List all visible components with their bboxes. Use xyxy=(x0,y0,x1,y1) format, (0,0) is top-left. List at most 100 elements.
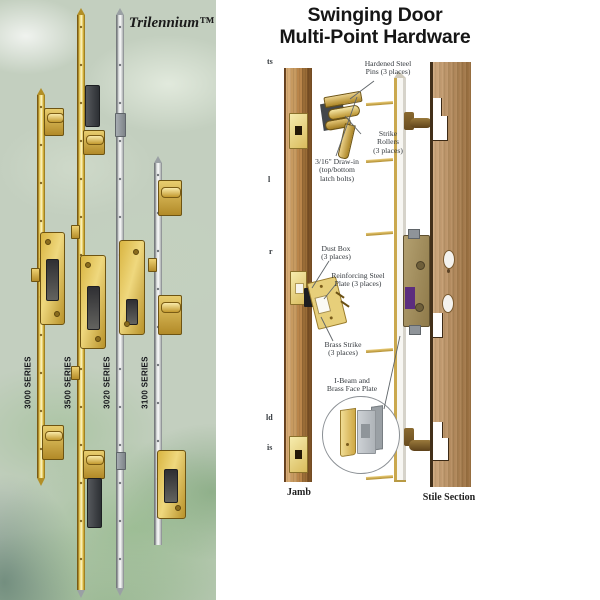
keeper-latch xyxy=(158,180,182,216)
brand-logo: Trilennium™ xyxy=(128,15,214,31)
mortise-lock-body xyxy=(40,232,65,325)
callout-dust-box: Dust Box (3 places) xyxy=(316,244,356,262)
callout-line: 3/16" Draw-in xyxy=(315,157,359,166)
brass-strike-assembly xyxy=(303,276,350,330)
callout-strike-rollers: Strike Rollers (3 places) xyxy=(362,129,414,155)
bar-tip-icon xyxy=(77,8,85,15)
edge-text-fragment: ts xyxy=(267,57,273,66)
callout-line: (top/bottom xyxy=(319,165,355,175)
screw-icon xyxy=(329,316,334,320)
latch-detail xyxy=(116,452,126,470)
bar-tip-icon xyxy=(37,88,45,95)
mount-clip xyxy=(148,258,157,272)
keeper-latch xyxy=(44,108,64,136)
strike-plate xyxy=(289,113,308,149)
mortise-lock-body xyxy=(80,255,106,349)
keeper-latch xyxy=(83,130,105,155)
gear-housing xyxy=(87,478,102,528)
callout-line: Brass Strike xyxy=(324,340,362,349)
strike-hole xyxy=(295,126,302,135)
mortise-lock-body xyxy=(119,240,145,335)
strike-roller-assembly xyxy=(316,86,368,160)
callout-line: Reinforcing Steel xyxy=(331,271,385,280)
strike-hole xyxy=(295,450,302,459)
latch-rod xyxy=(47,113,64,123)
screw-icon xyxy=(124,321,130,327)
ibeam-callout-circle xyxy=(322,396,400,474)
bar-tip-icon xyxy=(116,8,124,15)
door-jamb xyxy=(284,68,312,482)
callout-line: Rollers xyxy=(377,137,399,147)
gear-housing xyxy=(85,85,100,127)
bar-tip-icon xyxy=(116,588,124,596)
series-label-3500: 3500 SERIES xyxy=(63,356,73,409)
rivet-dots xyxy=(154,163,162,545)
series-label-3020: 3020 SERIES xyxy=(102,356,112,409)
bottom-latch-handle xyxy=(404,428,434,458)
callout-line: Dust Box xyxy=(321,244,351,253)
callout-line: latch bolts) xyxy=(320,173,354,183)
bore-hole xyxy=(443,250,455,269)
latch-cylinder xyxy=(409,440,434,451)
lock-slot xyxy=(164,469,178,503)
earth-photo-panel: Trilennium™ xyxy=(0,0,216,600)
screw-icon xyxy=(346,443,349,446)
deadbolt-purple xyxy=(405,287,415,309)
latch-block xyxy=(404,428,414,446)
screw-hole xyxy=(447,269,450,273)
callout-line: Plate (3 places) xyxy=(334,279,382,289)
spindle-hole xyxy=(416,261,425,270)
brass-pin xyxy=(365,348,394,353)
screw-icon xyxy=(133,249,139,255)
ibeam-notch xyxy=(361,424,370,438)
callout-line: Hardened Steel xyxy=(364,59,412,68)
stile-section-wood xyxy=(430,62,471,487)
lock-slot xyxy=(87,286,100,330)
stile-section-label: Stile Section xyxy=(422,492,476,503)
brass-pin xyxy=(365,231,394,236)
latch-rod xyxy=(45,431,63,441)
mount-clip xyxy=(71,225,80,239)
latch-rod xyxy=(86,455,104,465)
bore-hole xyxy=(442,294,454,313)
latch-cylinder xyxy=(410,118,432,128)
page-title: Swinging Door Multi-Point Hardware xyxy=(268,4,482,48)
screw-icon xyxy=(85,262,91,268)
strike-hole xyxy=(295,283,304,294)
keeper-latch xyxy=(158,295,182,335)
edge-text-fragment: is xyxy=(267,443,273,452)
screw-icon xyxy=(95,336,101,342)
latch-rod xyxy=(161,187,181,198)
latch-rod xyxy=(86,135,104,145)
keeper-latch xyxy=(83,450,105,479)
mortise-lock-body xyxy=(157,450,186,519)
callout-line: (3 places) xyxy=(328,348,358,358)
screw-icon xyxy=(54,311,60,317)
lock-tab xyxy=(409,325,421,335)
jamb-label: Jamb xyxy=(287,487,311,498)
callout-ibeam: I-Beam and Brass Face Plate xyxy=(324,376,380,394)
lock-tab xyxy=(408,229,420,239)
screw-icon xyxy=(319,284,324,289)
callout-line: Strike xyxy=(378,129,398,138)
series-label-3000: 3000 SERIES xyxy=(23,356,33,409)
latch-rod xyxy=(161,302,181,313)
mount-clip xyxy=(71,366,80,380)
bar-tip-icon xyxy=(37,478,45,486)
lock-slot xyxy=(46,259,59,301)
bar-tip-icon xyxy=(154,156,162,163)
strike-plate xyxy=(289,436,308,473)
cylinder-hole xyxy=(415,303,424,312)
edge-text-fragment: r xyxy=(269,247,273,256)
hardware-bar-3100 xyxy=(154,156,162,545)
top-latch-handle xyxy=(404,110,432,138)
callout-brass-strike: Brass Strike (3 places) xyxy=(320,340,366,358)
callout-hardened-pins: Hardened Steel Pins (3 places) xyxy=(352,59,424,77)
lock-slot xyxy=(126,299,138,325)
latch-block xyxy=(404,112,414,130)
notch xyxy=(433,313,443,338)
callout-line: Brass Face Plate xyxy=(326,384,378,394)
callout-line: Pins (3 places) xyxy=(365,67,411,77)
screw-icon xyxy=(175,505,181,511)
brass-pin xyxy=(365,101,394,106)
